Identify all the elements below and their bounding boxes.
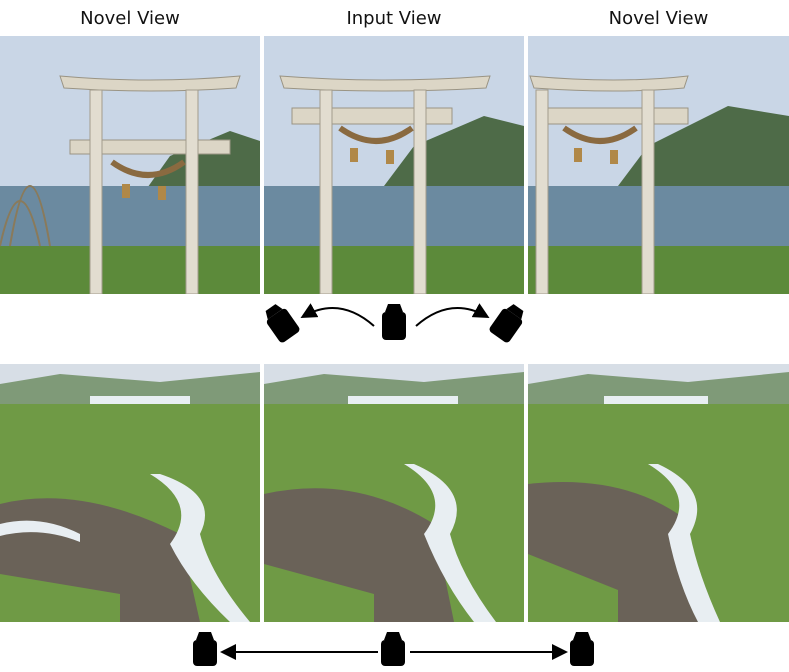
column-label-input: Input View bbox=[346, 8, 442, 29]
torii-scene-image bbox=[0, 36, 260, 294]
camera-icon bbox=[265, 304, 300, 343]
arrow-icon bbox=[415, 303, 490, 327]
camera-icon bbox=[382, 304, 406, 340]
valley-scene-image bbox=[528, 364, 789, 622]
camera-icon bbox=[381, 632, 405, 666]
valley-novel-view-right bbox=[528, 364, 789, 622]
torii-scene-image bbox=[264, 36, 524, 294]
torii-novel-view-left bbox=[0, 36, 260, 294]
camera-icon bbox=[570, 632, 594, 666]
valley-scene-image bbox=[264, 364, 524, 622]
torii-novel-view-right bbox=[528, 36, 789, 294]
valley-input-view bbox=[264, 364, 524, 622]
torii-input-view bbox=[264, 36, 524, 294]
camera-icon bbox=[489, 304, 524, 343]
column-label-novel-right: Novel View bbox=[608, 8, 709, 29]
camera-icon bbox=[193, 632, 217, 666]
translation-camera-diagram bbox=[0, 624, 789, 668]
rotation-camera-diagram bbox=[0, 296, 789, 354]
valley-novel-view-left bbox=[0, 364, 260, 622]
torii-scene-image bbox=[528, 36, 789, 294]
arrow-icon bbox=[300, 303, 375, 327]
valley-scene-image bbox=[0, 364, 260, 622]
column-label-novel-left: Novel View bbox=[80, 8, 180, 29]
